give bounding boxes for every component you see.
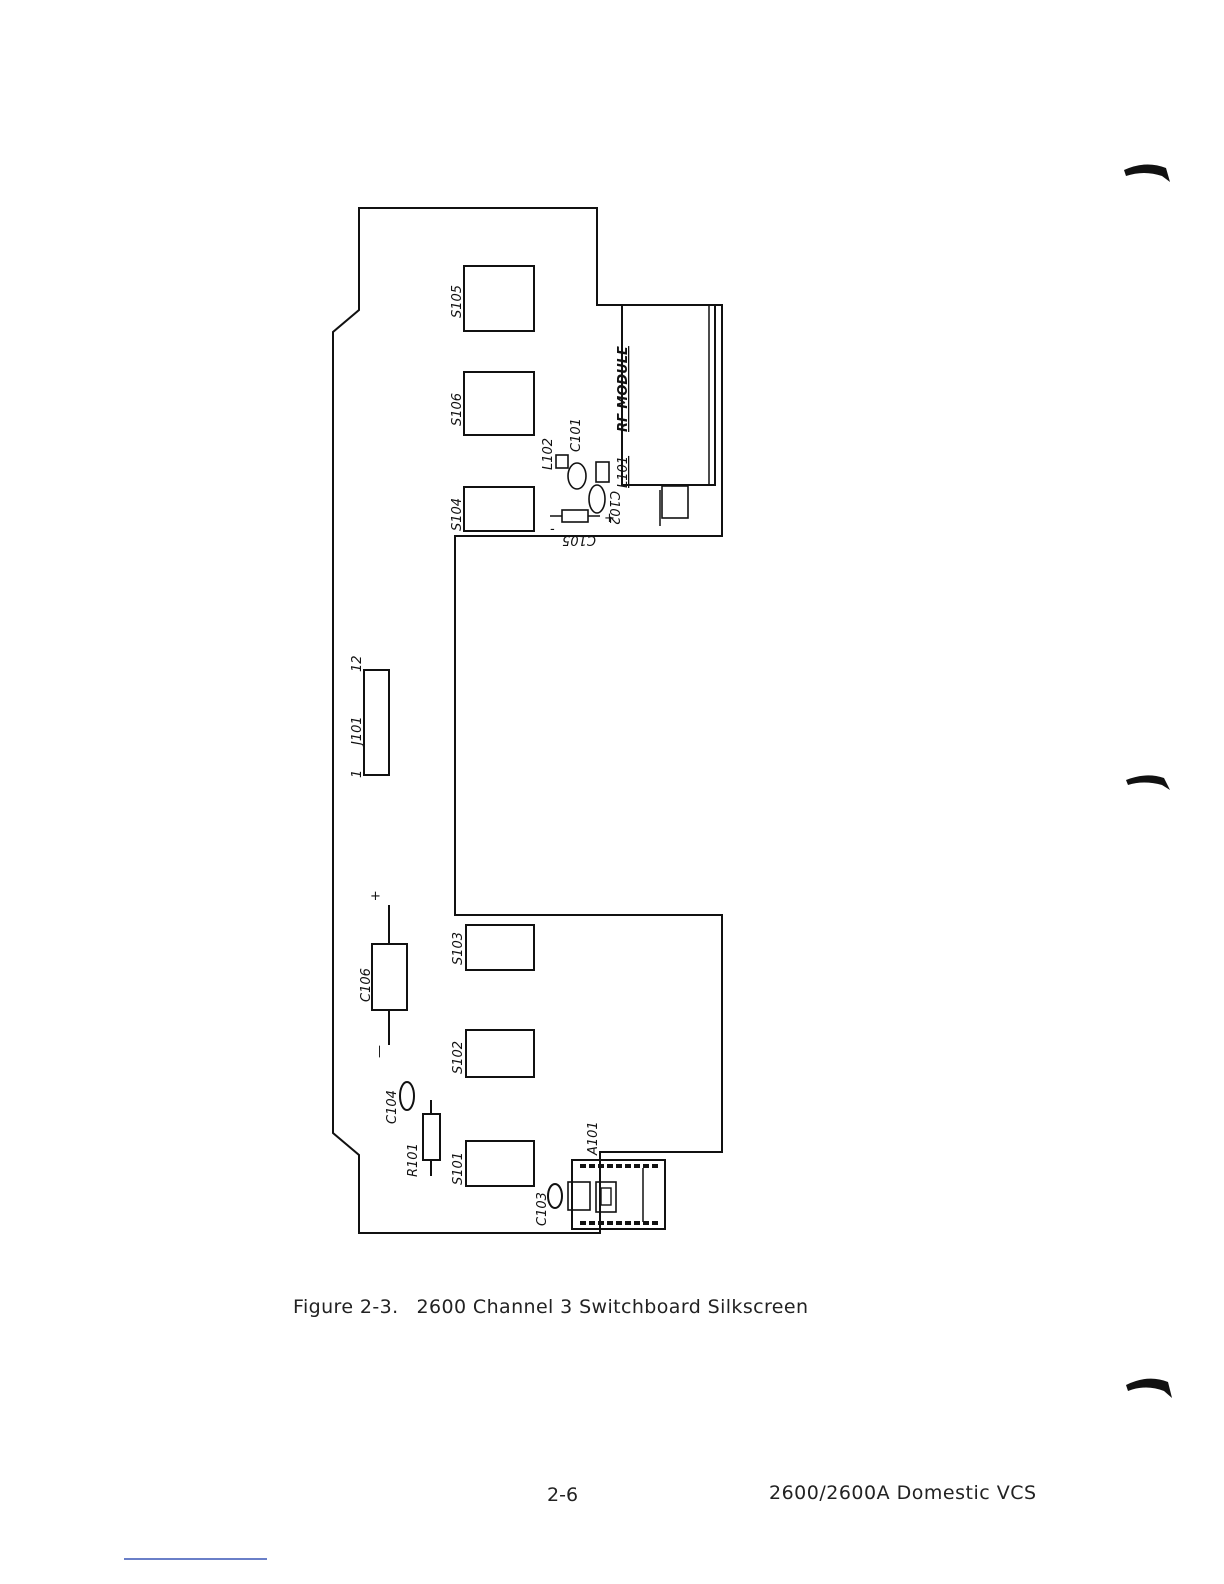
label-plus-c106: +	[370, 889, 381, 904]
inductor-l101	[596, 462, 609, 482]
capacitor-c102	[589, 485, 605, 513]
board-outline	[333, 208, 722, 1233]
label-pin12: 12	[350, 655, 365, 672]
label-c104: C104	[385, 1090, 400, 1124]
figure-title: 2600 Channel 3 Switchboard Silkscreen	[417, 1296, 809, 1318]
label-s104: S104	[450, 498, 465, 531]
switch-s105	[464, 266, 534, 331]
bottom-rule	[124, 1558, 267, 1560]
switch-s101	[466, 1141, 534, 1186]
binder-mark-icon	[1124, 1372, 1174, 1402]
label-s105: S105	[450, 285, 465, 318]
binder-mark-icon	[1124, 770, 1174, 796]
switch-s103	[466, 925, 534, 970]
rf-module	[622, 305, 715, 485]
label-s103: S103	[451, 932, 466, 965]
capacitor-c106	[372, 944, 407, 1010]
label-s101: S101	[451, 1152, 466, 1185]
label-a101: A101	[586, 1121, 601, 1156]
capacitor-c104	[400, 1082, 414, 1110]
label-l102: L102	[541, 438, 556, 470]
capacitor-c101	[568, 463, 586, 489]
label-c101: C101	[569, 418, 584, 452]
switch-s104	[464, 487, 534, 531]
label-c106: C106	[359, 968, 374, 1002]
figure-caption: Figure 2-3. 2600 Channel 3 Switchboard Si…	[293, 1296, 808, 1318]
switch-s106	[464, 372, 534, 435]
binder-mark-icon	[1122, 158, 1172, 188]
label-s102: S102	[451, 1041, 466, 1074]
resistor-r101	[423, 1114, 440, 1160]
capacitor-c103	[548, 1184, 562, 1208]
label-minus-c106: —	[372, 1045, 387, 1058]
label-c103: C103	[535, 1192, 550, 1226]
label-j101: J101	[350, 716, 365, 748]
page-number: 2-6	[547, 1484, 578, 1506]
document-title: 2600/2600A Domestic VCS	[769, 1482, 1037, 1504]
label-c105: C105	[562, 532, 596, 547]
switch-s102	[466, 1030, 534, 1077]
label-pin1: 1	[350, 770, 365, 778]
rf-module-connector	[662, 486, 688, 518]
label-s106: S106	[450, 393, 465, 426]
label-r101: R101	[406, 1143, 421, 1177]
inductor-l102	[556, 455, 568, 468]
label-minus-c105: -	[550, 522, 555, 537]
figure-number: Figure 2-3.	[293, 1296, 399, 1318]
label-plus-c105: +	[604, 511, 615, 526]
label-l101: L101	[616, 456, 631, 488]
label-rf-module: RF MODULE	[616, 346, 631, 432]
connector-j101	[364, 670, 389, 775]
modulator-a101	[572, 1160, 665, 1229]
capacitor-c105	[562, 510, 588, 522]
